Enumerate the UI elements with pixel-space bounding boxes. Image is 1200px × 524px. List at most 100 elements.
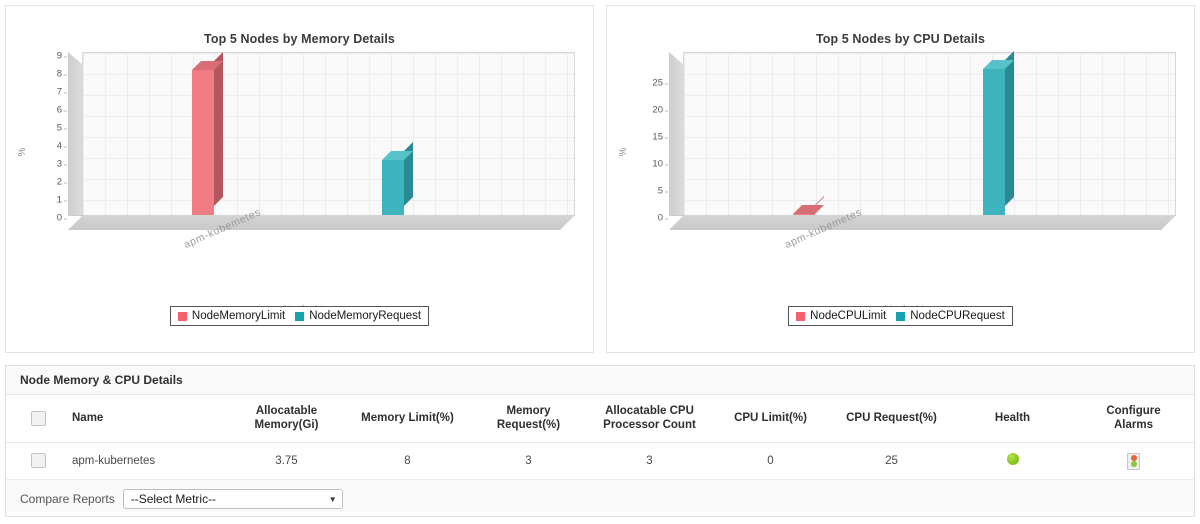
header-line-1: Health [994, 412, 1031, 425]
bar-node-memory-request[interactable] [382, 142, 413, 215]
y-tick: 3 [56, 158, 68, 170]
header-line-1: CPU Request(%) [846, 412, 937, 425]
memory-plot-box [68, 52, 575, 230]
y-tick: 5 [657, 185, 669, 197]
header-line-2: Alarms [1114, 419, 1153, 432]
cell-health [952, 442, 1073, 480]
memory-legend: NodeMemoryLimit NodeMemoryRequest [6, 306, 593, 326]
legend-item-node-memory-limit[interactable]: NodeMemoryLimit [177, 310, 286, 322]
y-tick: 15 [652, 131, 668, 143]
header-line-1: Allocatable CPU [605, 405, 694, 417]
legend-label: NodeCPURequest [910, 310, 1005, 322]
select-all-header [6, 395, 70, 443]
y-tick: 4 [56, 140, 68, 152]
header-line-2: Memory(Gi) [254, 419, 319, 432]
plot-left-wall [68, 52, 83, 216]
alarm-red-light-icon [1130, 454, 1137, 461]
table-header: Name Allocatable Memory(Gi) Memory Limit… [6, 395, 1194, 443]
compare-metric-value: --Select Metric-- [130, 492, 217, 506]
y-tick: 20 [652, 104, 668, 116]
header-name: Name [70, 395, 226, 443]
plot-back-wall [82, 52, 575, 216]
memory-y-ticks: 9 8 7 6 5 4 3 2 1 0 [28, 50, 68, 224]
node-details-panel: Node Memory & CPU Details Name Allocatab… [5, 365, 1195, 517]
cell-cpu-limit: 0 [710, 442, 831, 480]
alarm-green-light-icon [1130, 461, 1137, 468]
header-line-1: Allocatable [255, 405, 318, 417]
header-line-1: Configure [1106, 405, 1161, 417]
header-cpu-limit: CPU Limit(%) [710, 395, 831, 443]
header-allocatable-memory: Allocatable Memory(Gi) [226, 395, 347, 443]
cpu-legend-box: NodeCPULimit NodeCPURequest [788, 306, 1013, 326]
cell-cpu-request: 25 [831, 442, 952, 480]
cpu-y-axis-label: % [617, 147, 629, 157]
cell-memory-request: 3 [468, 442, 589, 480]
header-health: Health [952, 395, 1073, 443]
header-name-label: Name [72, 412, 104, 425]
legend-swatch-icon [177, 311, 187, 321]
bar-face [382, 160, 404, 215]
legend-label: NodeCPULimit [810, 310, 887, 322]
header-configure-alarms: Configure Alarms [1073, 395, 1194, 443]
legend-label: NodeMemoryRequest [309, 310, 422, 322]
header-line-2: Request(%) [496, 419, 561, 432]
y-tick: 1 [56, 194, 68, 206]
header-line-2: Processor Count [603, 419, 696, 432]
plot-back-wall [683, 52, 1176, 216]
plot-floor [669, 215, 1176, 230]
header-memory-limit: Memory Limit(%) [347, 395, 468, 443]
row-checkbox[interactable] [30, 453, 46, 469]
memory-legend-box: NodeMemoryLimit NodeMemoryRequest [169, 306, 430, 326]
header-memory-request: Memory Request(%) [468, 395, 589, 443]
chevron-down-icon: ▼ [328, 494, 337, 504]
y-tick: 6 [56, 104, 68, 116]
bar-face [983, 69, 1005, 215]
compare-metric-select[interactable]: --Select Metric-- ▼ [122, 489, 343, 509]
memory-chart-title: Top 5 Nodes by Memory Details [204, 32, 395, 46]
y-tick: 0 [56, 212, 68, 224]
configure-alarms-icon[interactable] [1127, 452, 1140, 470]
node-details-table: Name Allocatable Memory(Gi) Memory Limit… [6, 395, 1194, 480]
y-tick: 5 [56, 122, 68, 134]
bar-node-cpu-limit[interactable] [793, 196, 824, 215]
table-header-row: Name Allocatable Memory(Gi) Memory Limit… [6, 395, 1194, 443]
header-line-1: Memory [506, 405, 551, 417]
legend-item-node-cpu-limit[interactable]: NodeCPULimit [796, 310, 886, 322]
table-row: apm-kubernetes 3.75 8 3 3 0 25 [6, 442, 1194, 480]
plot-floor [68, 215, 575, 230]
bar-face [192, 70, 214, 215]
header-allocatable-cpu: Allocatable CPU Processor Count [589, 395, 710, 443]
y-tick: 0 [657, 212, 669, 224]
table-body: apm-kubernetes 3.75 8 3 3 0 25 [6, 442, 1194, 480]
plot-left-wall [669, 52, 684, 216]
legend-label: NodeMemoryLimit [191, 310, 286, 322]
memory-plot-area: % 9 8 7 6 5 4 3 2 1 0 [6, 50, 593, 316]
bar-node-cpu-request[interactable] [983, 51, 1014, 215]
header-line-1: Memory Limit(%) [361, 412, 454, 425]
cell-allocatable-memory: 3.75 [226, 442, 347, 480]
legend-swatch-icon [896, 311, 906, 321]
legend-swatch-icon [295, 311, 305, 321]
cell-memory-limit: 8 [347, 442, 468, 480]
select-all-checkbox[interactable] [30, 410, 46, 426]
cell-allocatable-cpu: 3 [589, 442, 710, 480]
header-cpu-request: CPU Request(%) [831, 395, 952, 443]
cell-name: apm-kubernetes [70, 442, 226, 480]
bar-side [214, 52, 223, 206]
compare-reports-label: Compare Reports [20, 492, 115, 506]
cpu-plot-box [669, 51, 1176, 230]
memory-y-axis-label: % [16, 147, 28, 157]
legend-item-node-memory-request[interactable]: NodeMemoryRequest [295, 310, 421, 322]
y-tick: 9 [56, 50, 68, 62]
y-tick: 8 [56, 68, 68, 80]
cpu-chart-panel: Top 5 Nodes by CPU Details % 25 20 15 10… [606, 5, 1195, 353]
y-tick: 10 [652, 158, 668, 170]
legend-item-node-cpu-request[interactable]: NodeCPURequest [896, 310, 1005, 322]
cell-configure-alarms [1073, 442, 1194, 480]
charts-row: Top 5 Nodes by Memory Details % 9 8 7 6 … [5, 5, 1195, 353]
bar-face [793, 214, 815, 215]
header-line-1: CPU Limit(%) [734, 412, 807, 425]
cpu-plot-area: % 25 20 15 10 5 0 [607, 51, 1194, 316]
bar-node-memory-limit[interactable] [192, 52, 223, 215]
